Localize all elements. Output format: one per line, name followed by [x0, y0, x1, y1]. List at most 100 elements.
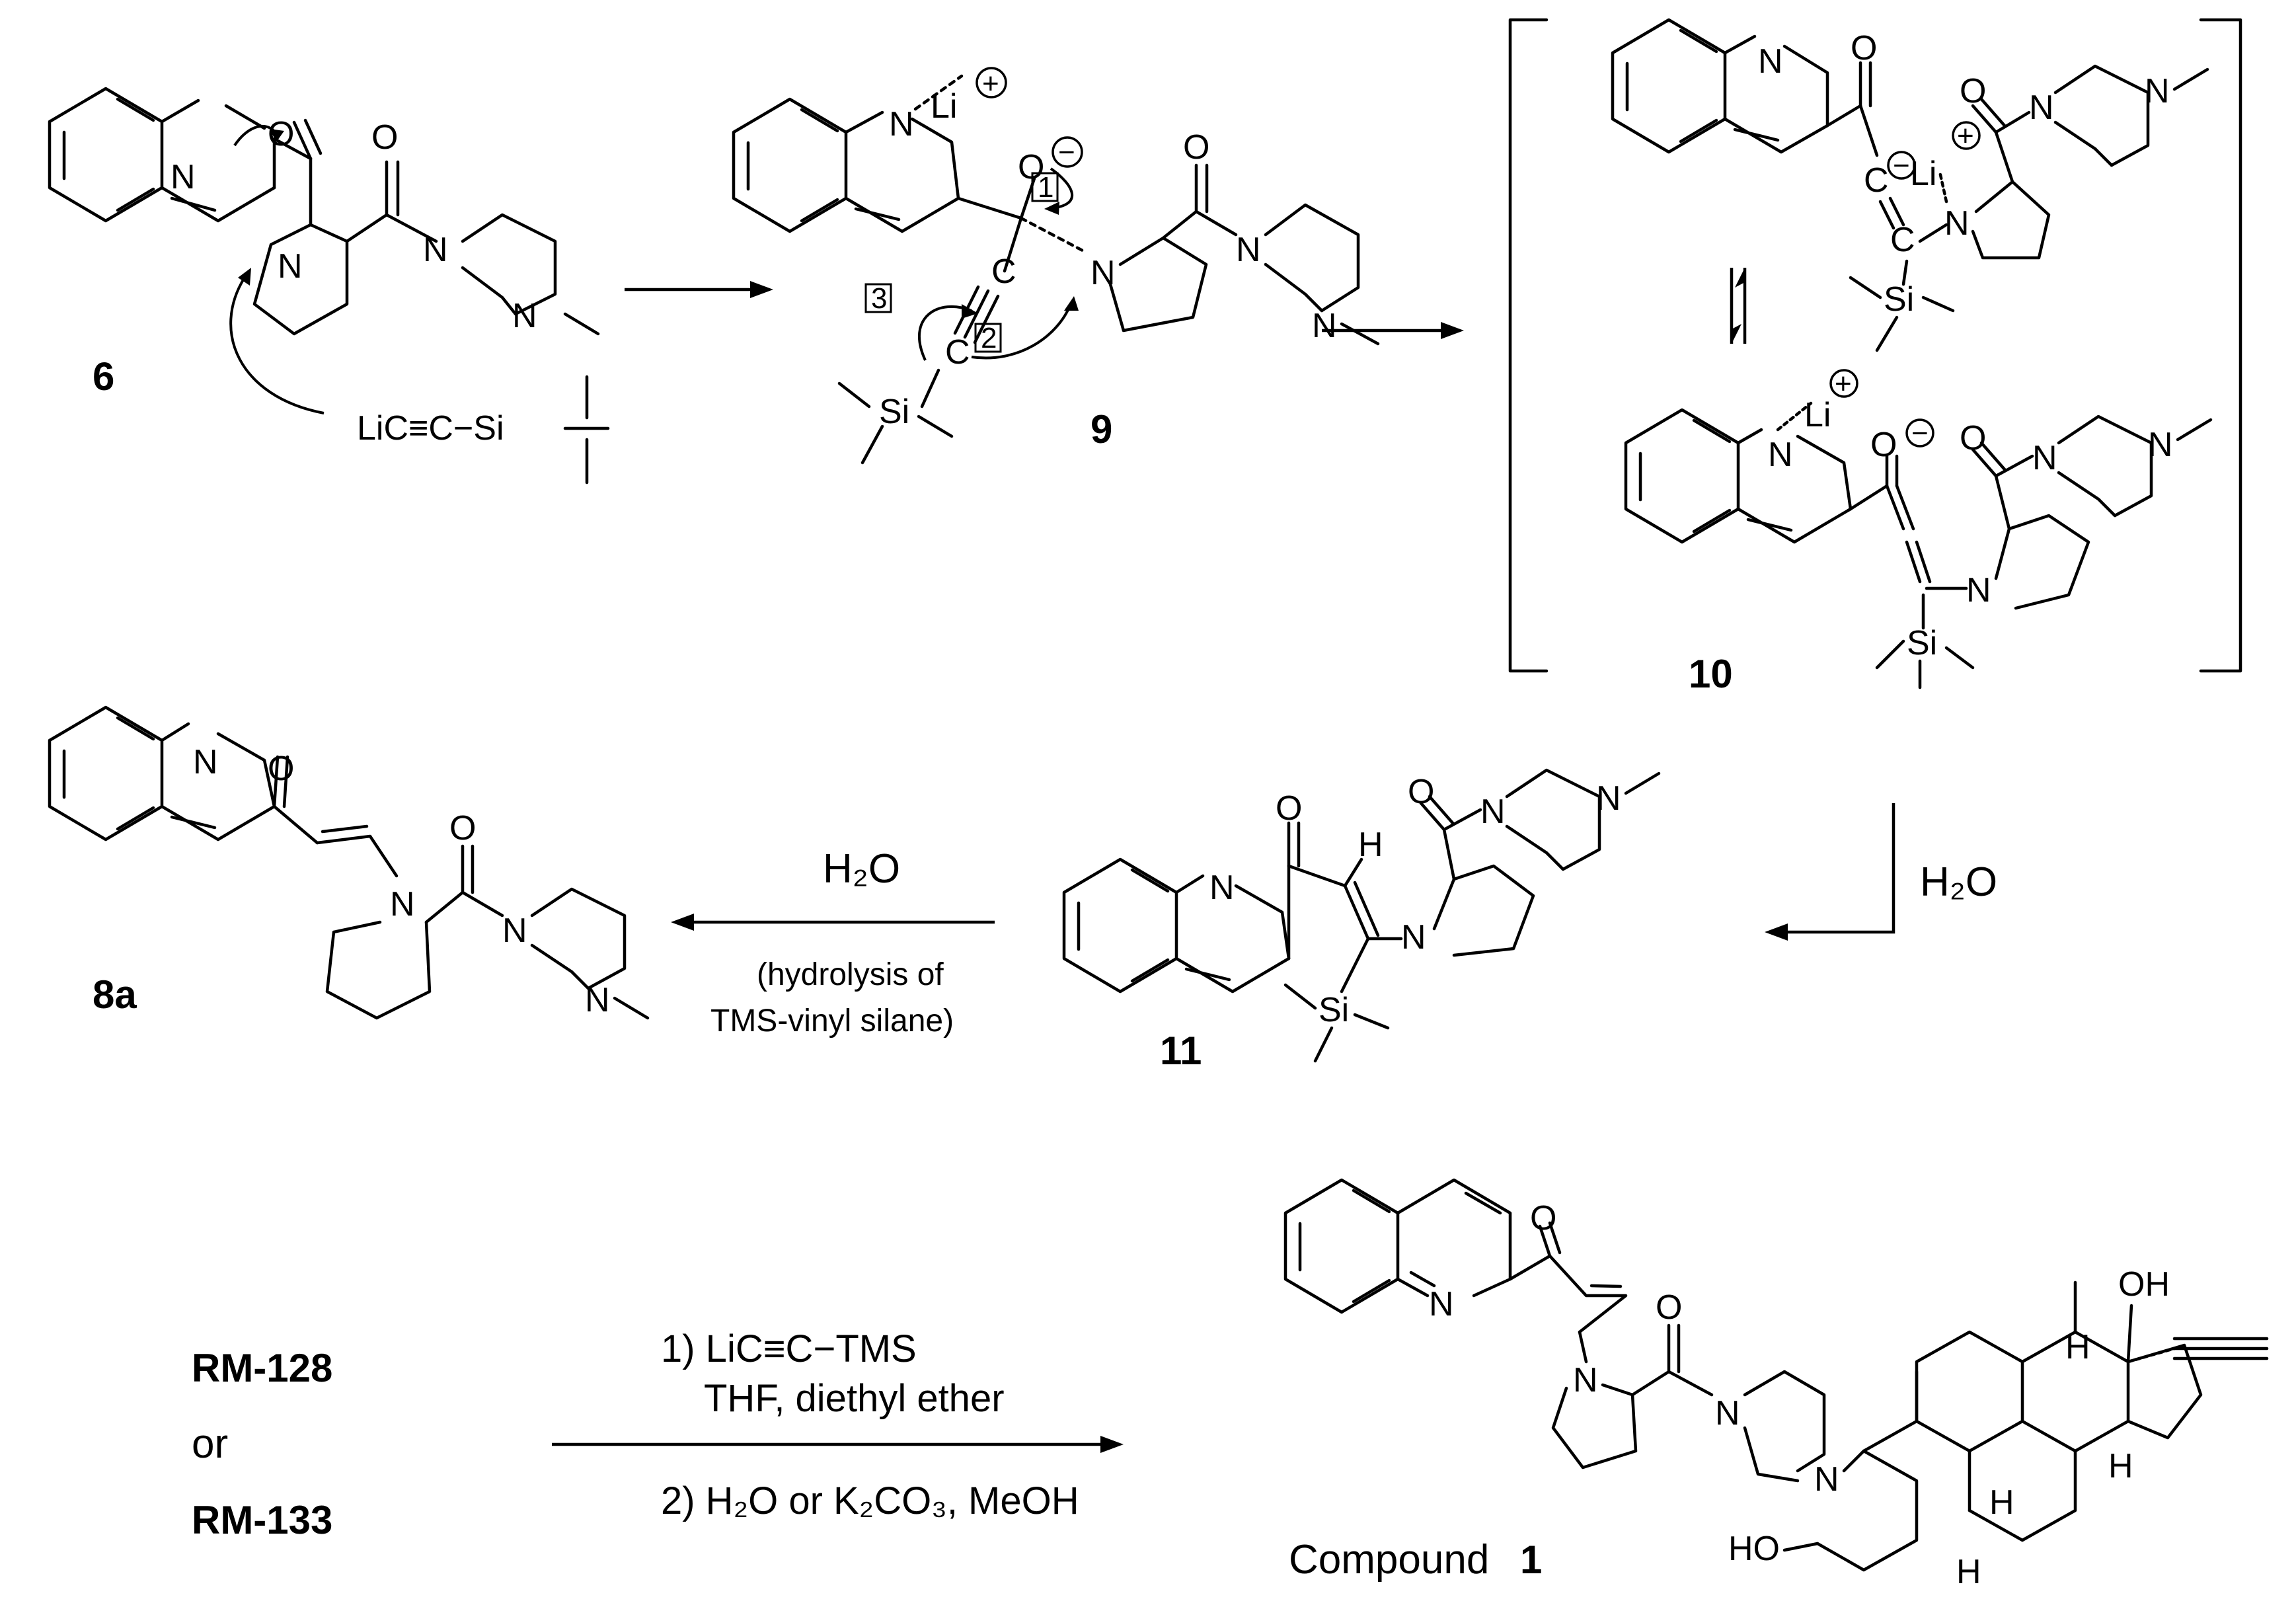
atom-label: N [502, 912, 527, 950]
atom-label: H [1358, 826, 1383, 864]
atom-label: H [1956, 1553, 1981, 1591]
starting-materials: RM-128 or RM-133 [192, 1346, 332, 1542]
hydrolysis-note-line-1: (hydrolysis of [757, 957, 944, 992]
atom-label: O [1408, 773, 1434, 811]
atom-label: N [1966, 571, 1991, 609]
charge-minus: − [1893, 149, 1910, 182]
compound-1-structure: N O N O N N OH H H H [1283, 1178, 2269, 1591]
compound-1-prefix: Compound [1289, 1537, 1489, 1583]
atom-label: N [193, 743, 218, 781]
atom-label: N [1944, 204, 1970, 243]
atom-label: O [1530, 1199, 1556, 1237]
charge-minus: − [1058, 136, 1075, 169]
atom-label: C [991, 253, 1016, 291]
intermediate-10-upper-form: N O C − C Si N Li + O N N [1611, 18, 2209, 352]
atom-label: O [1276, 789, 1302, 828]
arrow-step-3: 3 [871, 282, 887, 315]
atom-label: N [2032, 439, 2057, 477]
compound-number-11: 11 [1160, 1029, 1202, 1073]
atom-label: N [585, 981, 610, 1019]
atom-label: O [1018, 148, 1044, 186]
arrow-6-to-9 [625, 281, 773, 298]
atom-label: O [371, 118, 398, 157]
atom-label: O [1656, 1288, 1682, 1327]
atom-label: N [1573, 1361, 1598, 1399]
atom-label: H [1989, 1483, 2014, 1522]
arrow-step-2: 2 [981, 322, 997, 354]
arrow-to-compound-1: 1) LiC≡C−TMS THF, diethyl ether 2) H₂O o… [552, 1327, 1124, 1522]
atom-label: N [2145, 72, 2170, 110]
atom-label: O [268, 750, 294, 788]
atom-label: Li [1910, 155, 1936, 193]
atom-label: HO [1728, 1530, 1780, 1568]
condition-water-10-to-11: H₂O [1920, 859, 1997, 905]
arrow-10-to-11: H₂O [1765, 803, 1997, 941]
rm-133-label: RM-133 [192, 1498, 332, 1542]
arrow-11-to-8a: H₂O (hydrolysis of TMS-vinyl silane) [671, 846, 995, 1039]
atom-label: O [1960, 72, 1986, 110]
condition-step-2: 2) H₂O or K₂CO₃, MeOH [661, 1479, 1079, 1522]
atom-label: O [449, 809, 476, 847]
atom-label: Li [931, 87, 957, 126]
acetylide-reagent: LiC≡C−Si [357, 409, 504, 448]
atom-label: N [423, 231, 448, 269]
atom-label: O [1960, 419, 1986, 457]
atom-label: C [1864, 161, 1889, 200]
atom-label: N [2029, 89, 2054, 127]
arrow-9-to-10 [1322, 322, 1464, 339]
compound-6-structure: N O O N N N 6 LiC≡C−Si [48, 87, 610, 485]
condition-water-hydrolysis: H₂O [823, 846, 900, 892]
atom-label: N [1429, 1285, 1454, 1323]
atom-label: N [171, 158, 196, 196]
atom-label: O [1870, 426, 1897, 464]
atom-label: N [1401, 918, 1426, 957]
intermediate-9-structure: N Li + O − C C Si N O N N 1 [732, 67, 1380, 465]
atom-label: H [2108, 1447, 2133, 1485]
atom-label: N [1480, 793, 1506, 831]
compound-number-10: 10 [1689, 652, 1733, 696]
charge-plus: + [1835, 368, 1852, 400]
atom-label: N [889, 105, 914, 143]
atom-label: Si [1319, 991, 1349, 1029]
compound-number-9: 9 [1091, 407, 1112, 451]
atom-label: Si [1907, 624, 1937, 662]
atom-label: N [1596, 779, 1621, 818]
arrow-step-1: 1 [1038, 171, 1053, 204]
atom-label: Si [879, 393, 909, 431]
atom-label: Si [1884, 280, 1914, 319]
rm-128-label: RM-128 [192, 1346, 332, 1390]
compound-number-8a: 8a [93, 972, 137, 1017]
condition-step-1: 1) LiC≡C−TMS [661, 1327, 917, 1370]
atom-label: N [278, 247, 303, 286]
atom-label: Li [1804, 396, 1831, 434]
charge-plus: + [982, 67, 999, 100]
compound-number-1: 1 [1520, 1538, 1542, 1582]
atom-label: N [1312, 307, 1337, 345]
or-label: or [192, 1421, 228, 1467]
atom-label: N [1209, 869, 1235, 907]
compound-11-structure: N O H N Si O N N 11 [1062, 768, 1661, 1073]
atom-label: N [1236, 231, 1261, 269]
atom-label: N [390, 885, 415, 923]
resonance-bracket [1508, 18, 2242, 673]
atom-label: O [1851, 29, 1877, 67]
atom-label: N [2148, 426, 2173, 464]
atom-label: OH [2118, 1265, 2170, 1304]
compound-8a-structure: N O N O N N 8a [48, 705, 650, 1020]
compound-number-6: 6 [93, 354, 114, 399]
atom-label: N [1768, 436, 1793, 474]
hydrolysis-note-line-2: TMS-vinyl silane) [710, 1003, 954, 1039]
atom-label: N [1814, 1460, 1839, 1499]
charge-plus: + [1957, 120, 1974, 152]
charge-minus: − [1911, 417, 1929, 450]
atom-label: O [1183, 128, 1209, 167]
atom-label: C [945, 333, 970, 372]
condition-step-1-solvent: THF, diethyl ether [704, 1377, 1005, 1420]
atom-label: C [1890, 221, 1915, 259]
atom-label: H [2065, 1328, 2090, 1366]
atom-label: N [1758, 42, 1783, 81]
equilibrium-arrows [1730, 268, 1747, 344]
intermediate-10-lower-form: N Li + O − N Si O N N 10 [1624, 368, 2213, 696]
atom-label: N [512, 297, 537, 335]
